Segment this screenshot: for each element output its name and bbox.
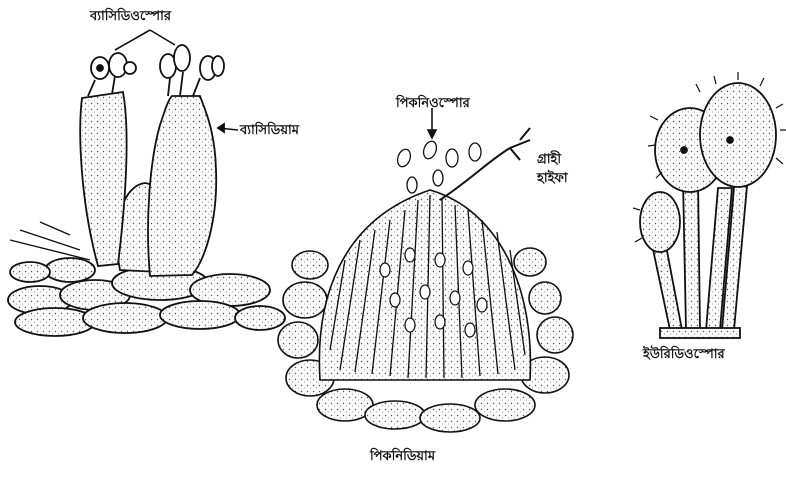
basidium-label: ব্যাসিডিয়াম	[240, 124, 299, 137]
pycniospores-released	[395, 139, 481, 193]
basidium-left	[80, 92, 126, 266]
basidium-right	[148, 96, 216, 276]
teliospore-label: ইউরিডিওস্পোর	[643, 348, 725, 361]
basidiospores	[88, 45, 224, 96]
pycniospore-label: পিকনিওস্পোর	[396, 97, 470, 110]
basidiospore-label: ব্যাসিডিওস্পোর	[90, 10, 171, 23]
pycnidium-label: পিকনিডিয়াম	[370, 450, 435, 463]
receptive-hypha-label-line1: গ্রাহী	[537, 153, 561, 166]
basidium-group	[8, 30, 285, 336]
receptive-hypha-label-line2: হাইফা	[537, 172, 568, 185]
teliospore-group	[633, 72, 786, 338]
teliospore-small	[640, 192, 680, 252]
teliospore-large	[700, 83, 776, 187]
pycnidium-group	[278, 108, 573, 432]
